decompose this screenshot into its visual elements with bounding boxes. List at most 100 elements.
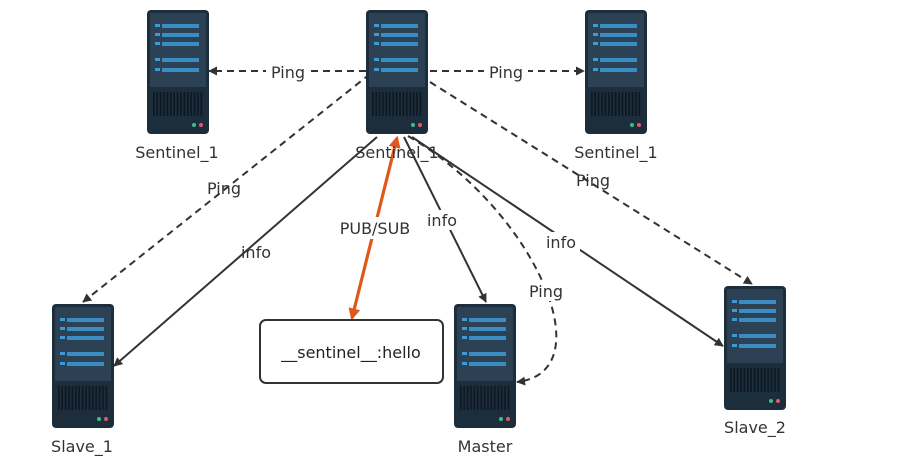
server-vent — [625, 92, 627, 116]
server-vent — [389, 92, 391, 116]
server-vent — [611, 92, 613, 116]
server-vent — [494, 386, 496, 410]
server-vent — [187, 92, 189, 116]
edge-label-ping-master: Ping — [529, 282, 563, 301]
server-vent — [85, 386, 87, 410]
server-bar-dot — [60, 336, 65, 339]
edge-label-ping-slave-2: Ping — [576, 171, 610, 190]
server-icon — [147, 10, 209, 134]
server-vent — [102, 386, 104, 410]
server-led-green — [411, 123, 415, 127]
server-vent — [621, 92, 624, 116]
server-bar-dot — [462, 352, 467, 355]
server-vent — [58, 386, 60, 410]
server-bar-dot — [155, 24, 160, 27]
server-bar-dot — [60, 318, 65, 321]
server-bar — [162, 58, 199, 62]
server-vent — [412, 92, 415, 116]
server-vent — [61, 386, 63, 410]
server-vent — [159, 92, 162, 116]
server-icon — [724, 286, 786, 410]
server-vent — [497, 386, 499, 410]
server-vent — [75, 386, 77, 410]
server-led-green — [769, 399, 773, 403]
edge-ping-to-slave-2 — [429, 81, 753, 285]
server-bar-dot — [593, 33, 598, 36]
server-vent — [740, 368, 742, 392]
server-vent — [81, 386, 84, 410]
server-vent — [395, 92, 398, 116]
server-vent — [419, 92, 422, 116]
server-vent — [760, 368, 763, 392]
node-sentinel-right — [585, 10, 647, 134]
edge-ping-to-slave-1 — [82, 73, 371, 303]
server-vent — [92, 386, 94, 410]
edge-info-to-slave-1 — [113, 136, 378, 367]
server-vent — [95, 386, 97, 410]
server-bar — [381, 24, 418, 28]
nodes: Sentinel_1 Sentinel_1 Sentinel_1 Slave_1… — [51, 10, 786, 457]
server-vent — [382, 92, 384, 116]
server-vent — [747, 368, 749, 392]
server-bar — [381, 68, 418, 72]
server-vent — [591, 92, 593, 116]
server-bar-dot — [462, 362, 467, 365]
server-bar-dot — [732, 344, 737, 347]
server-bar-dot — [593, 42, 598, 45]
server-bar-dot — [462, 336, 467, 339]
server-led-green — [499, 417, 503, 421]
server-bar-dot — [155, 68, 160, 71]
server-vent — [173, 92, 175, 116]
edge-label-info-master: info — [427, 211, 457, 230]
server-bar — [469, 318, 506, 322]
server-bar — [600, 58, 637, 62]
server-bar — [381, 58, 418, 62]
server-vent — [635, 92, 637, 116]
server-bar — [381, 33, 418, 37]
edge-label-ping-left: Ping — [271, 63, 305, 82]
server-vent — [392, 92, 394, 116]
server-bar — [67, 362, 104, 366]
server-bar-dot — [374, 24, 379, 27]
server-bar-dot — [374, 33, 379, 36]
server-vent — [767, 368, 769, 392]
server-vent — [372, 92, 374, 116]
server-vent — [477, 386, 479, 410]
server-bar — [67, 336, 104, 340]
server-vent — [183, 92, 186, 116]
server-bar — [381, 42, 418, 46]
server-vent — [628, 92, 630, 116]
server-vent — [197, 92, 199, 116]
server-led-red — [104, 417, 108, 421]
server-led-red — [418, 123, 422, 127]
server-vent — [730, 368, 732, 392]
node-master — [454, 304, 516, 428]
channel-box: __sentinel__:hello — [259, 319, 444, 384]
server-vent — [193, 92, 196, 116]
server-vent — [597, 92, 600, 116]
server-bar-dot — [155, 33, 160, 36]
node-sentinel-left — [147, 10, 209, 134]
edge-ping-to-master — [407, 135, 558, 386]
server-icon — [366, 10, 428, 134]
server-vent — [406, 92, 408, 116]
server-vent — [88, 386, 91, 410]
server-vent — [416, 92, 418, 116]
server-bar-dot — [374, 68, 379, 71]
server-bar — [67, 327, 104, 331]
server-vent — [463, 386, 465, 410]
server-bar — [739, 344, 776, 348]
server-bar — [162, 42, 199, 46]
server-vent — [736, 368, 739, 392]
server-vent — [601, 92, 603, 116]
server-vent — [777, 368, 780, 392]
server-bar-dot — [732, 300, 737, 303]
server-vent — [378, 92, 381, 116]
channel-box-border — [259, 319, 444, 384]
server-vent — [166, 92, 169, 116]
server-led-green — [192, 123, 196, 127]
server-bar — [469, 352, 506, 356]
server-bar-dot — [732, 318, 737, 321]
server-vent — [163, 92, 165, 116]
